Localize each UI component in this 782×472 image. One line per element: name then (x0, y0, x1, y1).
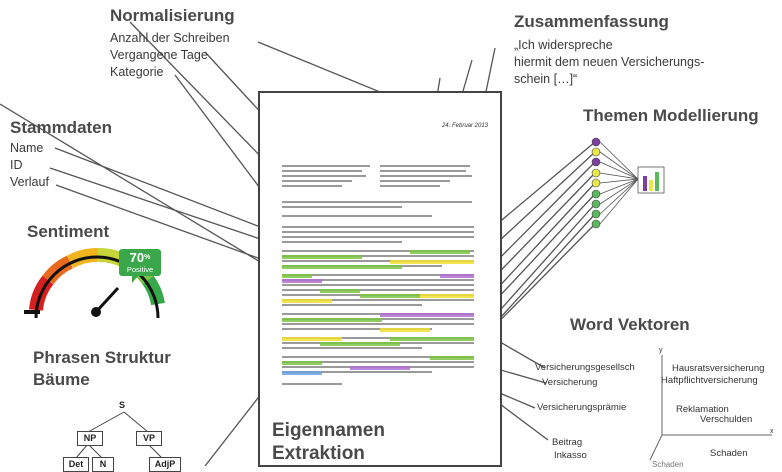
normalisierung-item-anzahl: Anzahl der Schreiben (110, 31, 230, 45)
label-beitrag: Beitrag (552, 437, 583, 448)
eigennamen-title-line-1: Eigennamen (272, 420, 385, 441)
phrasen-title-line-1: Phrasen Struktur (33, 348, 171, 367)
zusammenfassung-quote-line-1: „Ich widerspreche (514, 38, 613, 52)
eigennamen-title-line-2: Extraktion (272, 443, 365, 464)
label-versicherungspraemie: Versicherungsprämie (537, 402, 627, 413)
phrasen-title-line-2: Bäume (33, 370, 90, 389)
label-versicherungsgesellsch: Versicherungsgesellsch (535, 362, 635, 373)
tree-node-vp: VP (136, 431, 162, 446)
sentiment-title: Sentiment (27, 222, 110, 241)
tree-node-n: N (92, 457, 114, 472)
document-date: 24. Februar 2013 (441, 123, 488, 129)
word-schaden: Schaden (710, 448, 748, 459)
word-schaden-lower: Schaden (652, 460, 684, 469)
gauge-needle (91, 286, 120, 317)
normalisierung-item-tage: Vergangene Tage (110, 48, 208, 62)
normalisierung-item-kategorie: Kategorie (110, 65, 164, 79)
sentiment-percent: 70 (129, 250, 145, 265)
sentiment-bubble: 70% Positive (118, 247, 162, 285)
stammdaten-item-name: Name (10, 141, 44, 155)
zusammenfassung-title: Zusammenfassung (514, 12, 669, 31)
stammdaten-item-verlauf: Verlauf (10, 175, 49, 189)
tree-node-np: NP (77, 431, 103, 446)
tree-node-adjp: AdjP (149, 457, 181, 472)
label-versicherung: Versicherung (542, 377, 598, 388)
normalisierung-title: Normalisierung (110, 6, 235, 25)
parse-tree-lines (75, 411, 163, 459)
letter-document: 24. Februar 2013 (258, 91, 502, 467)
axis-label-y: y (659, 347, 663, 354)
topic-model-icon (591, 137, 665, 229)
tree-node-s: S (119, 400, 126, 410)
word-vector-axes (649, 355, 772, 461)
topic-connector-lines (599, 141, 639, 225)
zusammenfassung-quote-line-3: schein […]“ (514, 72, 578, 86)
topic-bar-chart-icon (637, 166, 665, 194)
word-haftpflichtversicherung: Haftpflichtversicherung (661, 375, 758, 386)
label-inkasso: Inkasso (554, 450, 587, 461)
themen-title: Themen Modellierung (583, 106, 759, 125)
sentiment-bubble-shape (119, 249, 161, 283)
tree-node-det: Det (63, 457, 89, 472)
sentiment-label: Positive (126, 265, 154, 274)
word-vektoren-title: Word Vektoren (570, 315, 690, 334)
word-verschulden: Verschulden (700, 414, 753, 425)
stammdaten-title: Stammdaten (10, 118, 113, 137)
word-hausratsversicherung: Hausratsversicherung (672, 363, 765, 374)
topic-dots (591, 137, 601, 229)
word-reklamation: Reklamation (676, 404, 729, 415)
axis-label-x: x (770, 428, 774, 435)
zusammenfassung-quote-line-2: hiermit dem neuen Versicherungs- (514, 55, 705, 69)
sentiment-percent-unit: % (144, 254, 151, 261)
stammdaten-item-id: ID (10, 158, 23, 172)
